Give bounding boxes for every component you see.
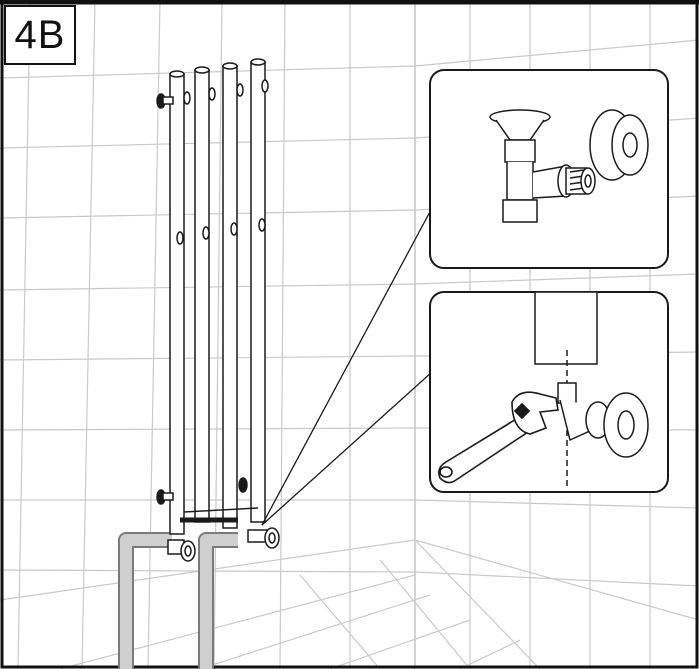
detail-panel-tighten bbox=[429, 291, 669, 493]
radiator-icon bbox=[169, 58, 266, 535]
radiator-tube bbox=[169, 70, 185, 535]
wrench-icon bbox=[438, 391, 559, 484]
radiator-tube bbox=[250, 58, 266, 523]
detail-panel-valve-parts bbox=[429, 69, 669, 269]
valve-icon bbox=[167, 527, 280, 562]
wall-bracket-icon bbox=[156, 79, 269, 505]
radiator-tube bbox=[194, 66, 210, 523]
radiator-tube bbox=[222, 62, 238, 529]
pointer-line-icon bbox=[261, 207, 433, 526]
step-label: 4B bbox=[4, 5, 76, 65]
supply-pipe-icon bbox=[118, 532, 238, 669]
